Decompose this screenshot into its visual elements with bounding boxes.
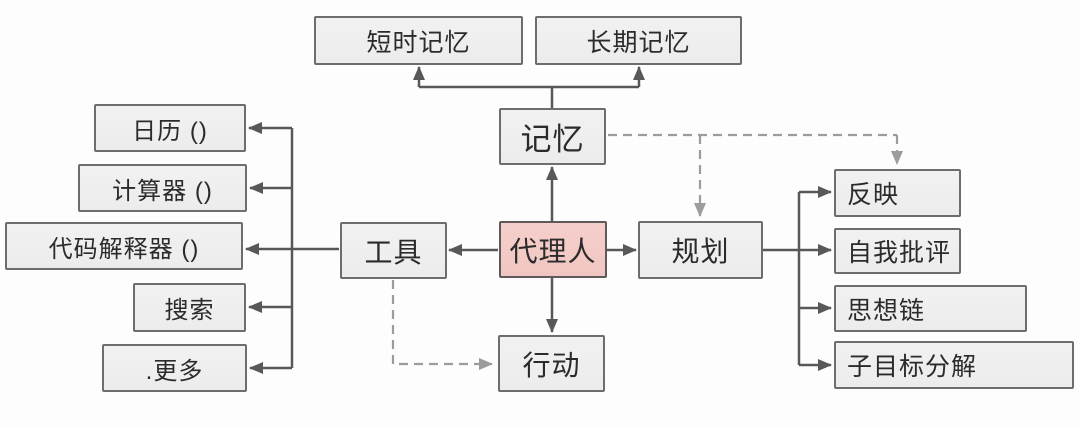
node-tools: 工具 (340, 222, 447, 279)
node-label: 规划 (671, 236, 730, 267)
node-more: .更多 (102, 344, 247, 392)
node-label: 搜索 (164, 297, 215, 324)
node-search: 搜索 (133, 283, 246, 332)
node-self-criticism: 自我批评 (834, 228, 961, 274)
node-memory: 记忆 (499, 108, 606, 165)
edge-memory-to-term-memories (413, 66, 645, 108)
node-agent: 代理人 (499, 221, 607, 278)
edge-tools-fanout (245, 122, 339, 374)
node-label: 计算器 () (112, 177, 213, 205)
node-long-term-memory: 长期记忆 (535, 16, 742, 65)
node-planning: 规划 (638, 221, 763, 279)
node-label: .更多 (145, 357, 204, 385)
node-label: 思想链 (847, 296, 926, 325)
node-short-term-memory: 短时记忆 (314, 16, 523, 65)
node-calendar: 日历 () (94, 104, 246, 152)
dashed-edges (391, 133, 903, 370)
node-calculator: 计算器 () (78, 164, 247, 212)
node-label: 代码解释器 () (48, 235, 200, 263)
node-label: 子目标分解 (847, 353, 978, 381)
node-label: 日历 () (132, 117, 208, 145)
edge-planning-fanout (763, 186, 832, 371)
node-subgoal-decomposition: 子目标分解 (834, 341, 1074, 389)
node-label: 行动 (522, 349, 581, 381)
solid-edges (245, 66, 832, 374)
node-label: 自我批评 (847, 239, 952, 267)
node-action: 行动 (498, 335, 605, 392)
node-label: 反映 (847, 181, 900, 209)
node-label: 短时记忆 (366, 28, 471, 57)
node-label: 代理人 (509, 235, 597, 267)
node-code-interpreter: 代码解释器 () (5, 222, 243, 270)
node-label: 工具 (364, 236, 423, 268)
node-reflection: 反映 (834, 169, 961, 217)
node-label: 长期记忆 (586, 28, 691, 57)
node-chain-of-thought: 思想链 (834, 285, 1027, 332)
edge-tools-dashed-to-action (391, 280, 493, 370)
edge-memory-dashed-to-planning-reflection (608, 133, 903, 217)
node-label: 记忆 (520, 122, 585, 157)
